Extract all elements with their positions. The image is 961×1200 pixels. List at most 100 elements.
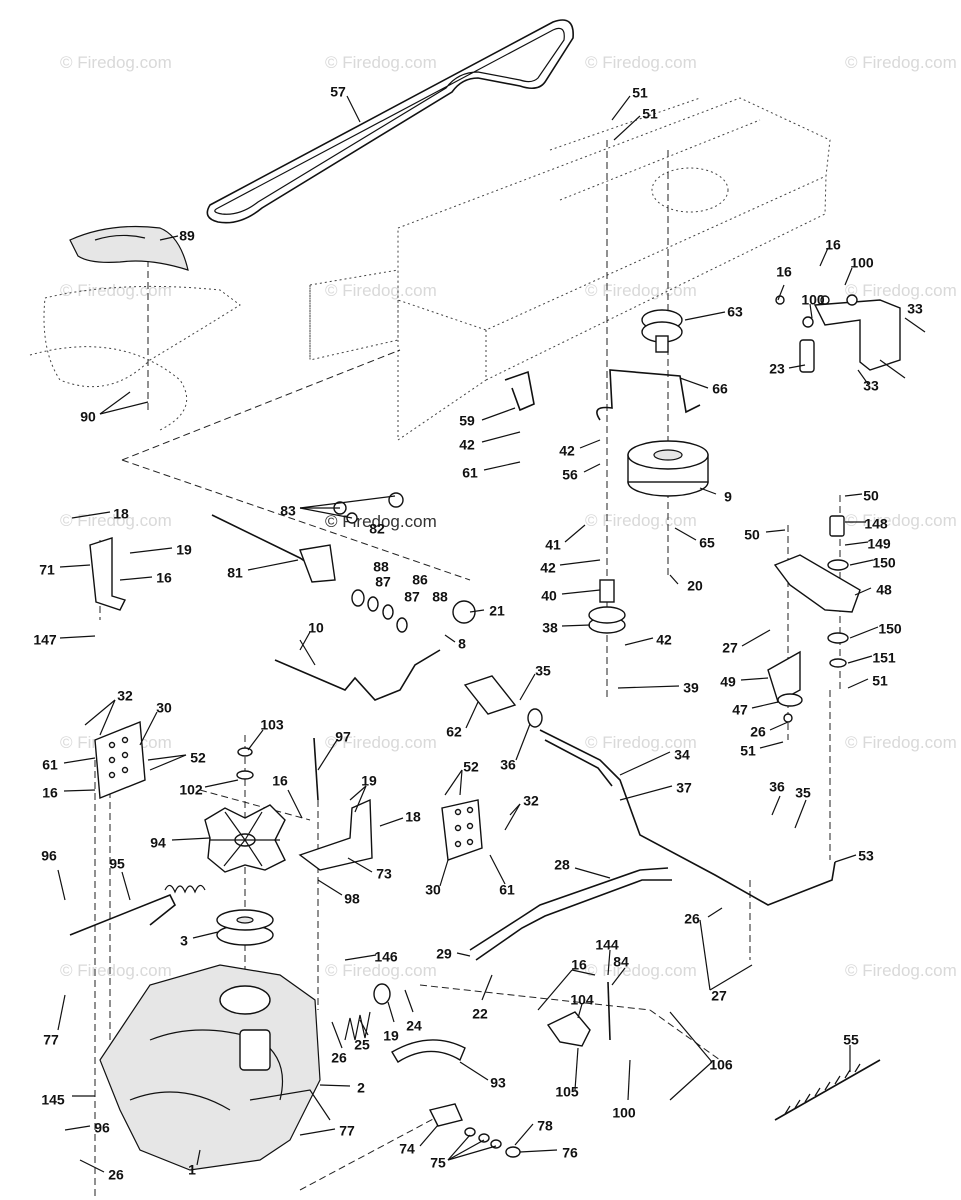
part-number-32: 32 — [523, 793, 539, 809]
part-number-16: 16 — [776, 264, 792, 280]
drive-belt-inner — [214, 27, 565, 215]
part-number-26: 26 — [684, 911, 700, 927]
watermark: © Firedog.com — [585, 733, 697, 752]
part-number-30: 30 — [156, 700, 172, 716]
part-number-22: 22 — [472, 1006, 488, 1022]
rod-97 — [313, 737, 319, 801]
fender-89 — [69, 225, 189, 271]
watermark: © Firedog.com — [60, 53, 172, 72]
watermark: © Firedog.com — [60, 281, 172, 300]
part-number-50: 50 — [863, 488, 879, 504]
rod-28 — [469, 867, 669, 951]
part-number-75: 75 — [430, 1155, 446, 1171]
spring-25 — [344, 1011, 371, 1041]
spring-66 — [596, 369, 701, 421]
engine-pulley-63 — [641, 309, 683, 353]
part-number-8: 8 — [458, 636, 466, 652]
frame-outline — [309, 97, 831, 441]
part-number-21: 21 — [489, 603, 505, 619]
watermark: © Firedog.com — [325, 281, 437, 300]
spring-55 — [774, 1059, 881, 1121]
rod-10 — [274, 649, 441, 701]
part-number-103: 103 — [260, 717, 284, 733]
part-number-61: 61 — [499, 882, 515, 898]
part-number-96: 96 — [41, 848, 57, 864]
part-number-37: 37 — [676, 780, 692, 796]
part-number-29: 29 — [436, 946, 452, 962]
part-number-104: 104 — [570, 992, 594, 1008]
part-number-78: 78 — [537, 1118, 553, 1134]
part-number-150: 150 — [872, 555, 896, 571]
part-number-16: 16 — [42, 785, 58, 801]
part-number-88: 88 — [373, 559, 389, 575]
part-number-90: 90 — [80, 409, 96, 425]
part-number-26: 26 — [108, 1167, 124, 1183]
part-number-62: 62 — [446, 724, 462, 740]
body-outline — [43, 285, 241, 388]
part-number-146: 146 — [374, 949, 398, 965]
watermark: © Firedog.com — [845, 733, 957, 752]
part-number-42: 42 — [559, 443, 575, 459]
part-number-33: 33 — [863, 378, 879, 394]
watermark: © Firedog.com — [325, 53, 437, 72]
part-number-16: 16 — [825, 237, 841, 253]
part-number-27: 27 — [711, 988, 727, 1004]
part-number-16: 16 — [571, 957, 587, 973]
part-number-23: 23 — [769, 361, 785, 377]
part-number-49: 49 — [720, 674, 736, 690]
part-number-144: 144 — [595, 937, 619, 953]
part-number-148: 148 — [864, 516, 888, 532]
bracket-73 — [298, 798, 373, 871]
part-number-100: 100 — [801, 292, 825, 308]
bracket-30-center — [441, 799, 483, 861]
part-number-16: 16 — [272, 773, 288, 789]
part-number-18: 18 — [405, 809, 421, 825]
part-number-105: 105 — [555, 1084, 579, 1100]
part-number-51: 51 — [642, 106, 658, 122]
part-number-94: 94 — [150, 835, 166, 851]
part-number-145: 145 — [41, 1092, 65, 1108]
part-number-1: 1 — [188, 1162, 196, 1178]
part-number-56: 56 — [562, 467, 578, 483]
part-number-51: 51 — [740, 743, 756, 759]
part-number-66: 66 — [712, 381, 728, 397]
watermark-layer: © Firedog.com © Firedog.com © Firedog.co… — [60, 53, 957, 980]
transaxle-1 — [99, 964, 331, 1171]
rod-84 — [607, 981, 611, 1041]
part-number-50: 50 — [744, 527, 760, 543]
part-number-61: 61 — [462, 465, 478, 481]
part-number-100: 100 — [850, 255, 874, 271]
part-number-98: 98 — [344, 891, 360, 907]
rod-95 — [69, 893, 177, 936]
part-number-51: 51 — [632, 85, 648, 101]
part-number-24: 24 — [406, 1018, 422, 1034]
part-number-38: 38 — [542, 620, 558, 636]
bracket-71 — [89, 537, 126, 611]
part-number-42: 42 — [656, 632, 672, 648]
part-number-82: 82 — [369, 521, 385, 537]
part-number-73: 73 — [376, 866, 392, 882]
watermark: © Firedog.com — [585, 281, 697, 300]
part-number-81: 81 — [227, 565, 243, 581]
part-number-34: 34 — [674, 747, 690, 763]
part-number-18: 18 — [113, 506, 129, 522]
part-number-42: 42 — [459, 437, 475, 453]
watermark: © Firedog.com — [585, 511, 697, 530]
part-number-63: 63 — [727, 304, 743, 320]
part-number-96: 96 — [94, 1120, 110, 1136]
hose-93 — [391, 1039, 466, 1063]
watermark: © Firedog.com — [845, 281, 957, 300]
part-number-36: 36 — [500, 757, 516, 773]
pulley-3 — [216, 909, 274, 946]
watermark: © Firedog.com — [585, 53, 697, 72]
part-number-151: 151 — [872, 650, 896, 666]
part-number-26: 26 — [750, 724, 766, 740]
spacer-62 — [463, 675, 517, 715]
watermark: © Firedog.com — [325, 961, 437, 980]
part-number-10: 10 — [308, 620, 324, 636]
parts-drawing — [29, 19, 926, 1200]
part-number-55: 55 — [843, 1032, 859, 1048]
part-number-106: 106 — [709, 1057, 733, 1073]
part-number-19: 19 — [361, 773, 377, 789]
